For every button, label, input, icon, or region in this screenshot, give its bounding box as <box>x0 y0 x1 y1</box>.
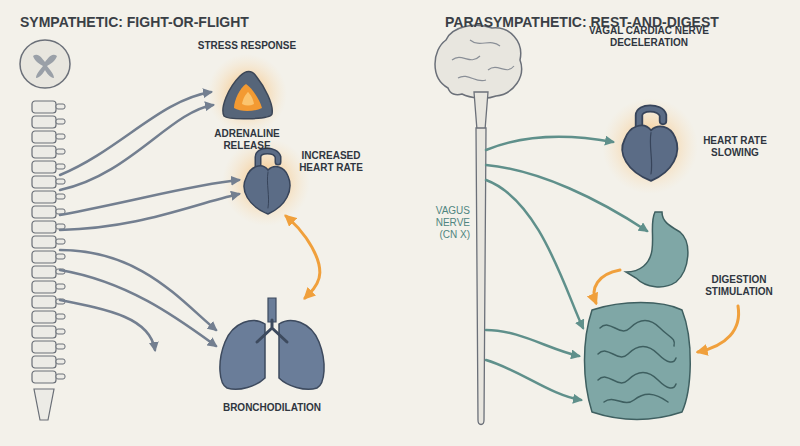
lungs-part <box>279 321 324 390</box>
glow <box>602 98 698 194</box>
organ-label: STRESS RESPONSE <box>192 40 302 52</box>
organ-label: ADRENALINE RELEASE <box>204 128 290 152</box>
adrenal-gland-part <box>234 84 262 111</box>
intestines-part <box>600 321 674 347</box>
lungs <box>213 298 331 390</box>
intestines-part <box>598 373 676 389</box>
organ-label: BRONCHODILATION <box>203 402 341 414</box>
adrenal-gland-part <box>223 72 272 119</box>
intestines <box>582 300 692 420</box>
intestines-part <box>585 303 691 420</box>
organ-node: DIGESTION STIMULATION <box>582 300 692 420</box>
organ-label: DIGESTION STIMULATION <box>694 274 784 298</box>
glow <box>222 138 310 226</box>
organ-node: BRONCHODILATION <box>213 298 331 390</box>
effect-link-arrow <box>286 216 320 298</box>
lungs-part <box>220 321 265 390</box>
heart-part <box>622 126 677 181</box>
organ-node: VAGAL CARDIAC NERVE DECELERATIONHEART RA… <box>615 105 683 183</box>
intestines-part <box>598 347 676 363</box>
sympathetic-nerves <box>60 92 239 350</box>
vertebral-column <box>30 100 70 420</box>
organ-label: HEART RATE SLOWING <box>695 135 775 159</box>
glow <box>207 54 287 134</box>
lungs-part <box>257 320 287 342</box>
organ-node: STRESS RESPONSEADRENALINE RELEASE <box>218 68 276 120</box>
adrenal-gland <box>218 68 276 120</box>
panel-title: SYMPATHETIC: FIGHT-OR-FLIGHT <box>20 14 320 31</box>
nerve-label: VAGUS NERVE (CN X) <box>420 205 470 241</box>
lungs-part <box>268 298 276 322</box>
intestines-part <box>604 394 668 402</box>
organ-node: INCREASED HEART RATE <box>238 148 294 216</box>
heart-part <box>244 166 290 214</box>
heart-part <box>267 172 268 208</box>
spinal-cord-section <box>20 40 70 88</box>
heart <box>615 105 683 183</box>
panel-title: PARASYMPATHETIC: REST-AND-DIGEST <box>445 14 790 31</box>
adrenal-gland-part <box>242 92 254 106</box>
heart-part <box>650 133 651 174</box>
heart <box>238 148 294 216</box>
organ-label: INCREASED HEART RATE <box>296 150 366 174</box>
